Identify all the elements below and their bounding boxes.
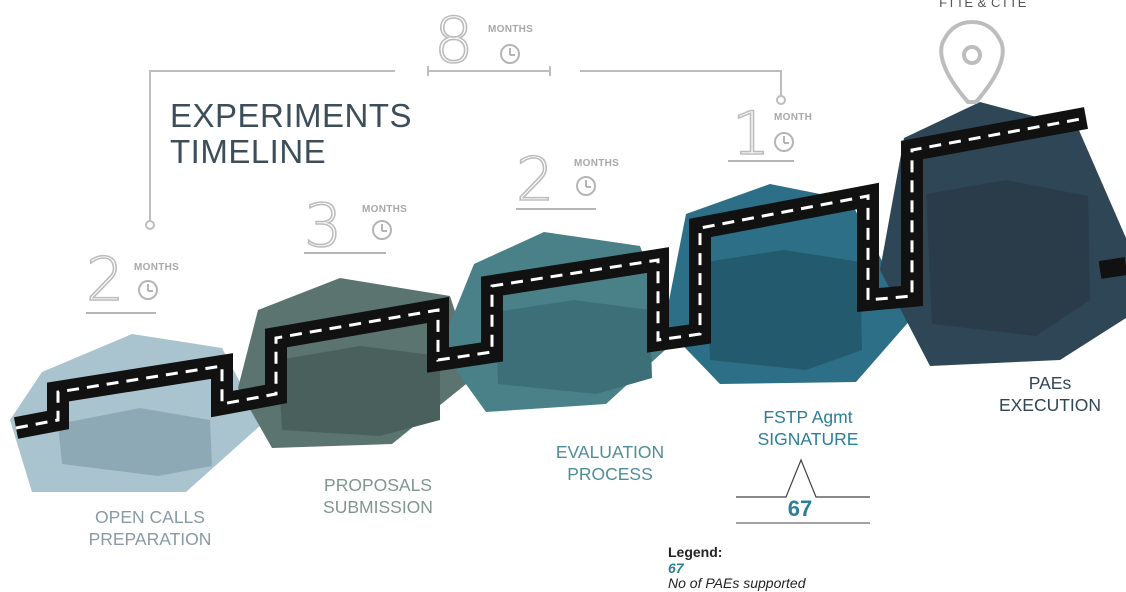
stage-duration-unit: MONTHS <box>574 158 620 169</box>
diagram-title: EXPERIMENTS TIMELINE <box>170 97 413 171</box>
stage-label-execution: PAEs EXECUTION <box>998 373 1102 416</box>
overall-duration-unit: MONTHS <box>488 24 534 35</box>
block-face-0 <box>58 408 212 476</box>
timeline-diagram: EXPERIMENTS TIMELINE FTTE & CTTE 8 MONTH… <box>10 0 1126 591</box>
bracket-end-left <box>145 220 155 230</box>
legend-value: 67 <box>668 559 684 576</box>
top-marker-label: FTTE & CTTE <box>939 0 1027 10</box>
block-face-4 <box>926 180 1090 336</box>
stage-duration-value: 1 <box>731 99 771 169</box>
stage-duration-value: 2 <box>515 145 555 215</box>
stage-label-proposals: PROPOSALS SUBMISSION <box>323 475 433 518</box>
stage-duration-unit: MONTH <box>774 112 813 123</box>
duration-underline <box>728 160 794 162</box>
legend-text: No of PAEs supported <box>668 575 806 592</box>
overall-duration-value: 8 <box>433 4 474 77</box>
clock-icon <box>774 132 794 152</box>
stage-duration-unit: MONTHS <box>362 204 408 215</box>
duration-underline <box>86 312 156 314</box>
overall-bracket <box>149 66 782 225</box>
stage-duration-value: 3 <box>303 191 343 261</box>
count-spike <box>736 458 870 498</box>
block-face-2 <box>496 300 652 394</box>
legend-title: Legend: <box>668 544 723 561</box>
overall-duration: 8 MONTHS <box>430 8 560 78</box>
location-pin-icon <box>939 19 1005 104</box>
stage-duration-0: 2 MONTHS <box>82 245 182 320</box>
clock-icon <box>138 280 158 300</box>
timeline-graphic <box>10 19 1126 524</box>
stage-duration-3: 1 MONTH <box>724 99 824 174</box>
stage-duration-1: 3 MONTHS <box>300 191 410 266</box>
clock-icon <box>576 176 596 196</box>
bracket-end-right <box>776 95 786 105</box>
block-face-3 <box>706 250 862 370</box>
stage-duration-unit: MONTHS <box>134 262 180 273</box>
stage-label-open-calls: OPEN CALLS PREPARATION <box>88 507 212 550</box>
block-face-1 <box>278 346 440 436</box>
legend: Legend: 67 No of PAEs supported <box>668 530 805 592</box>
road <box>13 107 1126 439</box>
duration-underline <box>304 252 386 254</box>
stage-label-evaluation: EVALUATION PROCESS <box>555 442 665 485</box>
duration-underline <box>516 208 596 210</box>
signature-count: 67 <box>787 496 813 521</box>
stage-label-signature: FSTP Agmt SIGNATURE <box>757 407 859 450</box>
clock-icon <box>372 220 392 240</box>
stage-duration-value: 2 <box>85 245 125 315</box>
stage-duration-2: 2 MONTHS <box>512 145 622 220</box>
clock-icon <box>500 44 520 64</box>
